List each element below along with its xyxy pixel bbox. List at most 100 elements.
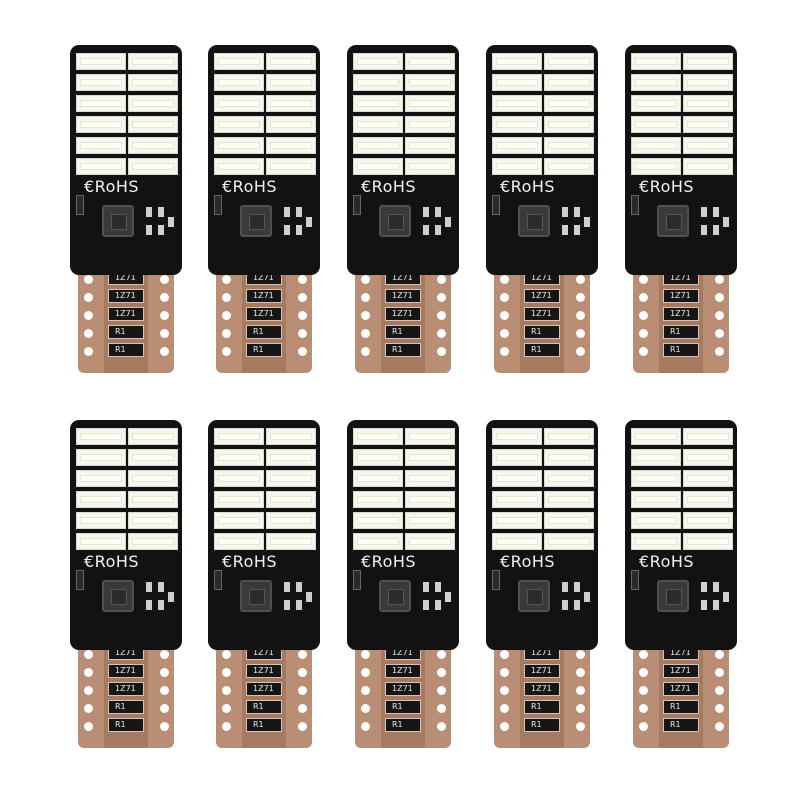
mounting-hole — [639, 668, 648, 677]
mounting-hole — [361, 275, 370, 284]
solder-pad — [584, 592, 590, 602]
component-code: R1 — [531, 327, 542, 336]
smd-component: 1Z71 — [385, 289, 421, 303]
smd-led-chip — [214, 116, 264, 133]
smd-led-chip — [128, 137, 178, 154]
mounting-hole — [639, 650, 648, 659]
side-resistor — [492, 570, 500, 590]
smd-component: R1 — [524, 700, 560, 714]
pcb-board: €RoHS — [347, 45, 459, 275]
smd-led-chip — [683, 491, 733, 508]
component-code: 1Z71 — [531, 666, 552, 675]
mounting-hole — [160, 275, 169, 284]
component-code: 1Z71 — [253, 291, 274, 300]
component-code: R1 — [253, 720, 264, 729]
smd-led-chip — [492, 74, 542, 91]
smd-led-chip — [631, 491, 681, 508]
side-resistor — [353, 195, 361, 215]
mounting-hole — [298, 650, 307, 659]
smd-led-chip — [76, 533, 126, 550]
component-code: 1Z71 — [392, 684, 413, 693]
component-code: 1Z71 — [115, 309, 136, 318]
smd-led-chip — [76, 512, 126, 529]
smd-led-chip — [405, 158, 455, 175]
smd-led-chip — [683, 137, 733, 154]
mounting-hole — [361, 650, 370, 659]
smd-component: 1Z71 — [246, 682, 282, 696]
smd-led-chip — [76, 53, 126, 70]
smd-led-chip — [76, 74, 126, 91]
component-code: 1Z71 — [392, 648, 413, 657]
mounting-hole — [160, 668, 169, 677]
smd-led-chip — [405, 491, 455, 508]
mounting-hole — [298, 686, 307, 695]
mounting-hole — [160, 722, 169, 731]
mounting-hole — [222, 704, 231, 713]
smd-led-chip — [631, 158, 681, 175]
mounting-hole — [84, 650, 93, 659]
smd-led-chip — [214, 74, 264, 91]
driver-ic-chip — [518, 580, 550, 612]
solder-pad — [423, 582, 429, 592]
smd-led-chip — [631, 449, 681, 466]
smd-led-chip — [492, 491, 542, 508]
mounting-hole — [639, 722, 648, 731]
mounting-hole — [576, 275, 585, 284]
solder-pad — [158, 600, 164, 610]
smd-led-chip — [405, 74, 455, 91]
component-code: 1Z71 — [670, 684, 691, 693]
smd-led-chip — [128, 512, 178, 529]
smd-led-chip — [683, 74, 733, 91]
smd-led-chip — [76, 449, 126, 466]
component-code: 1Z71 — [670, 648, 691, 657]
smd-led-chip — [631, 470, 681, 487]
solder-pad — [701, 582, 707, 592]
mounting-hole — [222, 347, 231, 356]
pcb-board: €RoHS — [208, 45, 320, 275]
side-resistor — [631, 570, 639, 590]
mounting-hole — [298, 704, 307, 713]
solder-pad — [146, 207, 152, 217]
component-code: 1Z71 — [392, 309, 413, 318]
smd-led-chip — [492, 533, 542, 550]
driver-ic-chip — [518, 205, 550, 237]
solder-pad — [701, 600, 707, 610]
mounting-hole — [576, 329, 585, 338]
smd-led-chip — [405, 428, 455, 445]
mounting-hole — [500, 722, 509, 731]
mounting-hole — [298, 311, 307, 320]
smd-led-chip — [544, 491, 594, 508]
smd-led-chip — [353, 449, 403, 466]
smd-component: 1Z71 — [663, 682, 699, 696]
smd-led-chip — [266, 449, 316, 466]
smd-led-chip — [214, 533, 264, 550]
smd-component: 1Z71 — [108, 664, 144, 678]
component-code: 1Z71 — [531, 273, 552, 282]
mounting-hole — [437, 722, 446, 731]
solder-pad — [284, 600, 290, 610]
mounting-hole — [84, 686, 93, 695]
mounting-hole — [576, 311, 585, 320]
mounting-hole — [84, 311, 93, 320]
mounting-hole — [576, 722, 585, 731]
rohs-marking: €RoHS — [84, 177, 140, 196]
mounting-hole — [715, 275, 724, 284]
smd-led-chip — [544, 428, 594, 445]
pcb-board: €RoHS — [625, 45, 737, 275]
smd-led-chip — [266, 158, 316, 175]
driver-ic-chip — [379, 580, 411, 612]
mounting-hole — [437, 668, 446, 677]
component-code: R1 — [392, 345, 403, 354]
smd-led-chip — [405, 533, 455, 550]
mounting-hole — [298, 275, 307, 284]
mounting-hole — [500, 668, 509, 677]
solder-pad — [158, 225, 164, 235]
mounting-hole — [576, 686, 585, 695]
